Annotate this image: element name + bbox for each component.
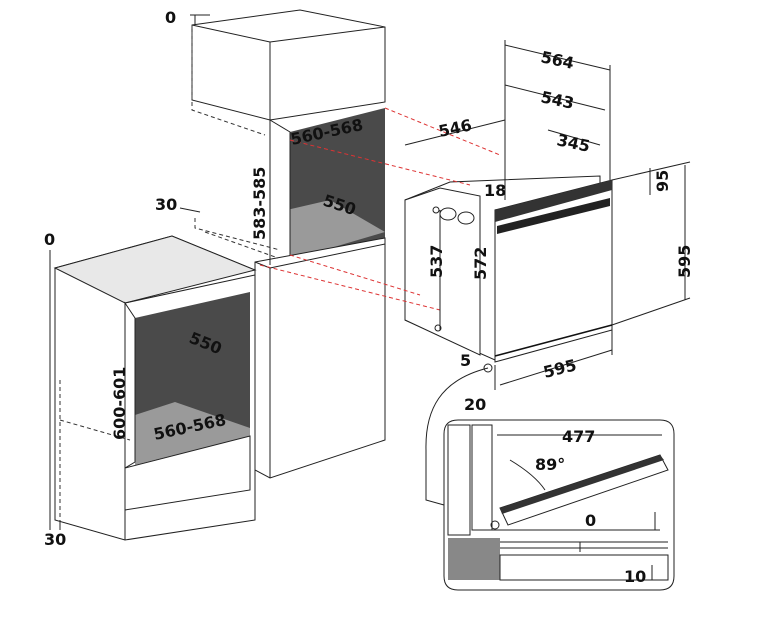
tall-top-zero-label: 0 <box>165 8 176 27</box>
door-angle-label: 89° <box>535 455 565 474</box>
oven-width-label: 595 <box>541 355 578 382</box>
oven-depth-inner-label: 345 <box>555 130 592 156</box>
alignment-lines <box>259 107 501 311</box>
tall-niche-height-label: 583-585 <box>250 167 269 240</box>
tall-offset-label: 30 <box>155 195 177 214</box>
door-detail-callout <box>425 363 675 591</box>
oven-height-label: 595 <box>675 245 694 278</box>
oven-body-height-inner-label: 572 <box>471 247 490 280</box>
door-length-label: 477 <box>562 427 595 446</box>
door-gap-label: 0 <box>585 511 596 530</box>
oven-bottom-offset-label: 20 <box>464 395 486 414</box>
oven-front-offset-label: 18 <box>484 181 506 200</box>
base-bottom-offset-label: 30 <box>44 530 66 549</box>
oven-body-height-label: 537 <box>427 245 446 278</box>
oven-bottom-gap-label: 5 <box>460 351 471 370</box>
door-floor-gap-label: 10 <box>624 567 646 586</box>
base-top-zero-label: 0 <box>44 230 55 249</box>
oven-top-band-label: 95 <box>653 170 672 192</box>
oven-depth-body-label: 543 <box>539 87 576 113</box>
dimension-lines <box>49 14 691 530</box>
oven-depth-total-label: 564 <box>539 47 576 73</box>
base-cabinet <box>53 235 257 541</box>
base-niche-height-label: 600-601 <box>110 367 129 440</box>
oven-depth-front-label: 546 <box>437 115 474 141</box>
